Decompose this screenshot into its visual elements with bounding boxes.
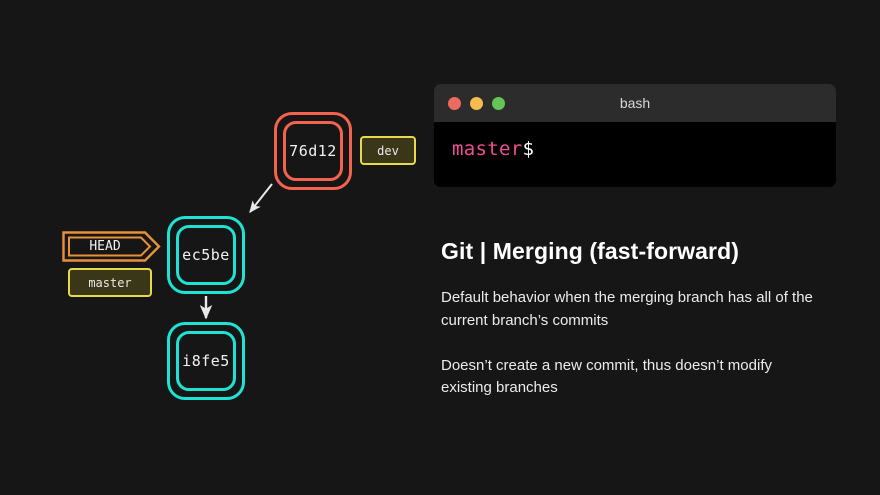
minimize-dot-icon[interactable] [470,96,483,110]
window-controls [448,96,505,110]
terminal-prompt-line: master$ [452,138,836,160]
commit-sha-label: 76d12 [289,142,337,160]
terminal-title: bash [619,95,651,111]
branch-badge-label: master [88,275,132,290]
head-pointer-label: HEAD [89,239,121,254]
branch-badge-master[interactable]: master [68,268,152,297]
head-pointer-badge[interactable]: HEAD [62,231,162,262]
commit-node-76d12[interactable]: 76d12 [274,112,352,190]
commit-node-ec5be[interactable]: ec5be [167,216,245,294]
commit-sha-label: ec5be [182,246,230,264]
description-paragraph-2: Doesn’t create a new commit, thus doesn’… [441,356,772,397]
prompt-sigil: $ [522,138,535,160]
branch-badge-dev[interactable]: dev [360,136,416,165]
git-commit-graph: 76d12 ec5be i8fe5 dev master [62,112,416,400]
description-paragraph-1: Default behavior when the merging branch… [441,289,813,329]
maximize-dot-icon[interactable] [492,96,505,110]
commit-node-inner-ring: i8fe5 [176,331,236,391]
branch-badge-label: dev [377,143,399,158]
commit-node-i8fe5[interactable]: i8fe5 [167,322,245,400]
head-arrow-shape [62,231,161,262]
terminal-window[interactable]: bash master$ [434,84,836,187]
commit-node-inner-ring: 76d12 [283,121,343,181]
prompt-branch-name: master [452,138,523,160]
arrow-76d12-to-ec5be [249,183,273,213]
close-dot-icon[interactable] [448,96,461,110]
page-title: Git | Merging (fast-forward) [441,238,740,264]
commit-sha-label: i8fe5 [182,352,230,370]
content-panel: Git | Merging (fast-forward) Default beh… [441,238,837,400]
commit-node-inner-ring: ec5be [176,225,236,285]
terminal-body[interactable]: master$ [434,122,836,187]
terminal-titlebar: bash [434,84,836,122]
